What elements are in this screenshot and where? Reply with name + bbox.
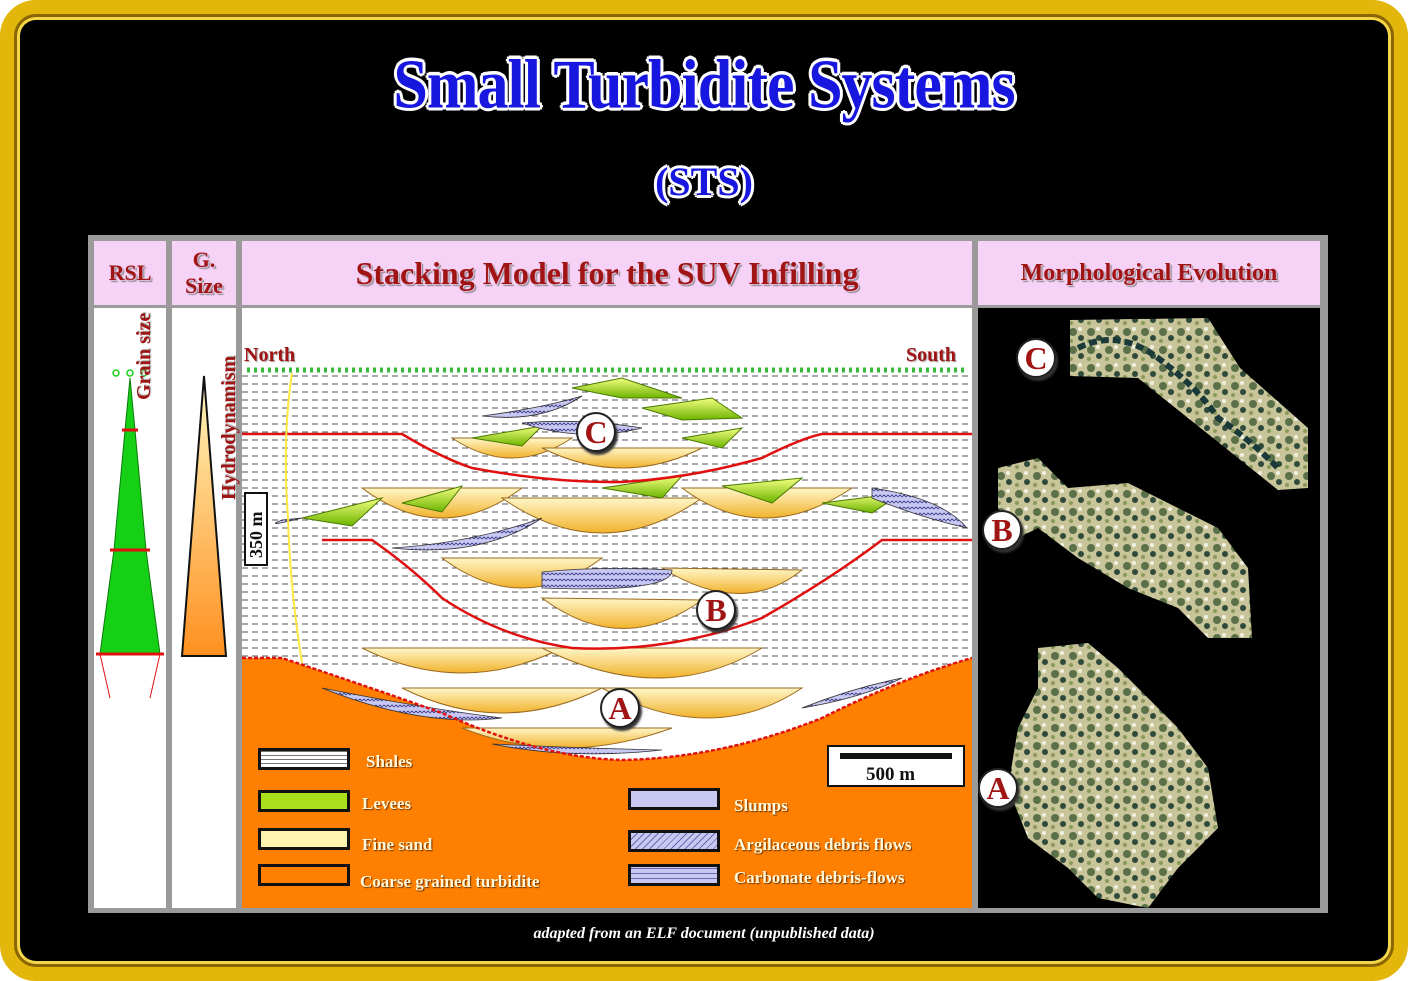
- legend-coarse: Coarse grained turbidite: [360, 872, 540, 891]
- vertical-scale-box: [244, 492, 268, 566]
- rsl-column: [94, 308, 166, 908]
- legend-fine-sand: Fine sand: [362, 835, 433, 854]
- legend-swatch-coarse: [258, 864, 350, 886]
- north-label: North: [244, 344, 296, 366]
- caption: adapted from an ELF document (unpublishe…: [533, 925, 875, 942]
- legend-carbonate: Carbonate debris-flows: [734, 868, 905, 887]
- legend-argil: Argilaceous debris flows: [734, 835, 912, 854]
- south-label: South: [906, 344, 957, 366]
- map-b: [998, 458, 1252, 638]
- hydrodynamism-label: Hydrodynamism: [218, 355, 240, 500]
- morph-column: [978, 308, 1320, 908]
- legend-swatch-fine-sand: [258, 828, 350, 850]
- unit-marker-c: C: [576, 412, 616, 452]
- morph-marker-b: B: [982, 510, 1022, 550]
- page-subtitle: (STS): [655, 159, 753, 204]
- grain-size-label: Grain size: [133, 312, 155, 400]
- legend-levees: Levees: [362, 794, 412, 813]
- header-gsize: G. Size: [172, 241, 236, 305]
- unit-marker-b: B: [696, 590, 736, 630]
- header-rsl: RSL: [94, 241, 166, 305]
- map-a: [1008, 643, 1218, 908]
- legend-swatch-shales: [258, 748, 350, 770]
- legend-swatch-carbonate: [628, 864, 720, 886]
- header-stacking: Stacking Model for the SUV Infilling: [242, 241, 972, 305]
- morph-marker-c: C: [1016, 338, 1056, 378]
- grain-triangle: [180, 375, 228, 657]
- stacking-section: [242, 308, 973, 908]
- legend-swatch-slumps: [628, 788, 720, 810]
- header-morph: Morphological Evolution: [978, 241, 1320, 305]
- unit-marker-a: A: [600, 688, 640, 728]
- legend-slumps: Slumps: [734, 796, 788, 815]
- rsl-curve: [96, 369, 164, 699]
- grain-column: [172, 308, 236, 908]
- scale-bar-box: [827, 745, 965, 787]
- vertical-scale-label: 350 m: [246, 511, 266, 559]
- legend-swatch-levees: [258, 790, 350, 812]
- page-title: Small Turbidite Systems: [393, 46, 1015, 124]
- legend-shales: Shales: [366, 752, 413, 771]
- map-c: [1070, 318, 1308, 490]
- cross-section: [242, 367, 973, 908]
- legend-swatch-argil: [628, 830, 720, 852]
- morph-marker-a: A: [978, 768, 1018, 808]
- horizontal-scale-label: 500 m: [866, 764, 916, 785]
